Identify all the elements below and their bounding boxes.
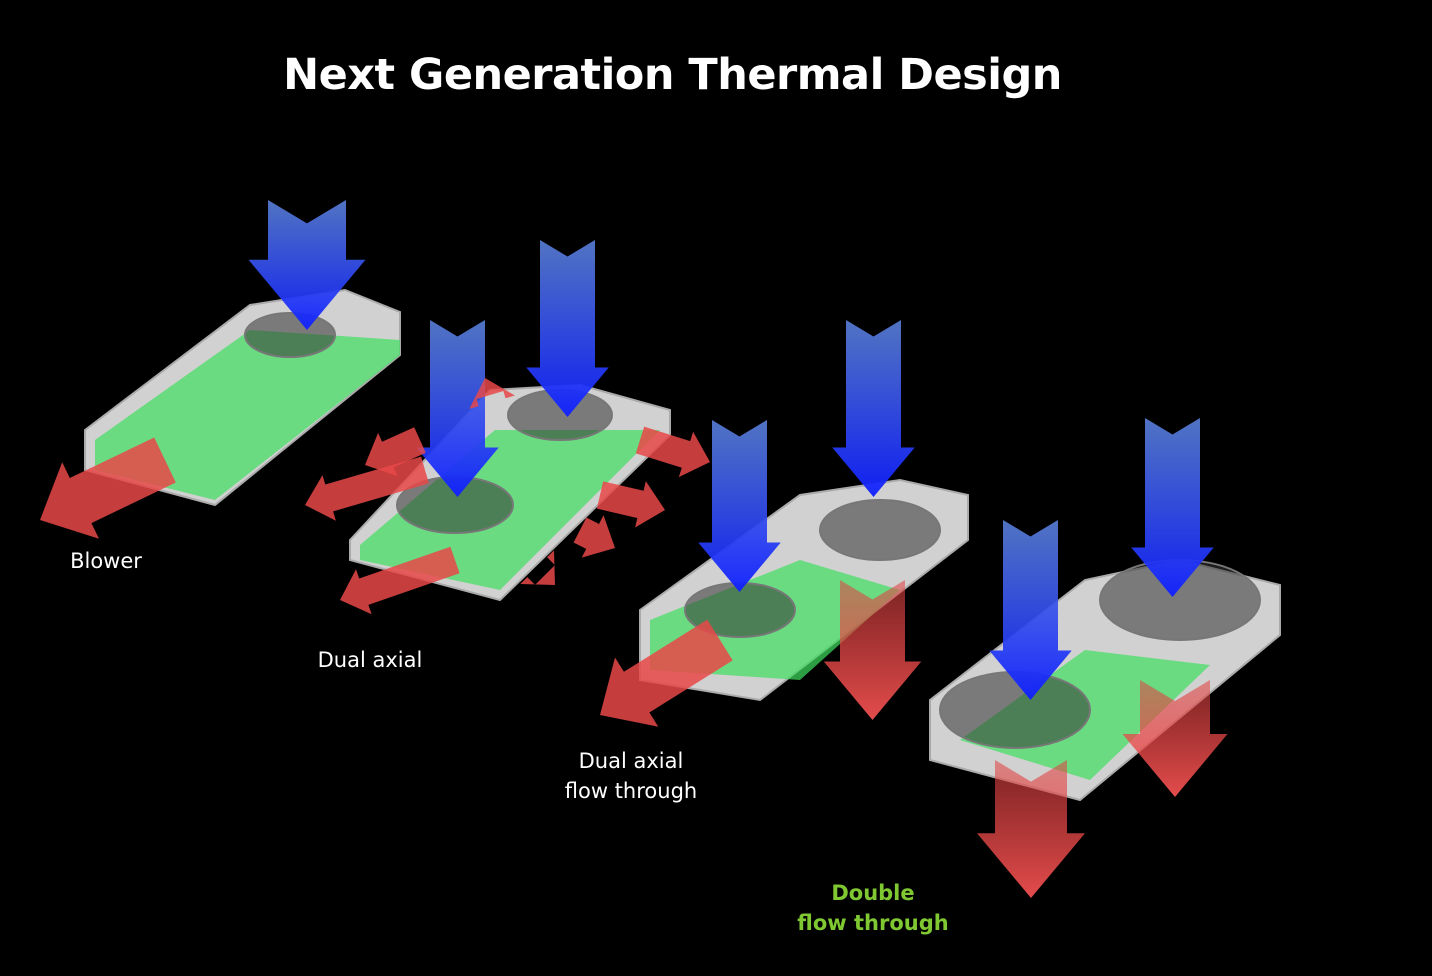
- gpu-card-4: [929, 558, 1281, 802]
- intake-arrow: [698, 420, 781, 592]
- fan-icon: [939, 671, 1091, 749]
- card-pcb: [95, 330, 400, 500]
- exhaust-arrow: [365, 427, 426, 477]
- exhaust-arrow: [1122, 680, 1228, 797]
- fan-icon: [819, 499, 941, 561]
- intake-arrow: [416, 320, 499, 497]
- label-dual-axial: Dual axial: [290, 645, 450, 675]
- label-double-flow-through: Double flow through: [782, 878, 964, 938]
- intake-arrow: [832, 320, 915, 497]
- exhaust-arrow: [305, 456, 429, 521]
- label-blower: Blower: [40, 546, 172, 576]
- label-line: Dual axial: [317, 648, 423, 672]
- exhaust-arrow: [573, 515, 615, 558]
- label-line: flow through: [797, 911, 949, 935]
- exhaust-arrow: [823, 580, 922, 720]
- fan-icon: [244, 312, 336, 358]
- exhaust-arrow: [340, 546, 460, 615]
- gpu-card-2: [349, 383, 671, 602]
- gpu-card-1: [84, 288, 401, 507]
- exhaust-arrow: [635, 426, 710, 478]
- exhaust-arrow: [469, 378, 515, 409]
- exhaust-arrow: [520, 550, 555, 585]
- exhaust-arrow: [977, 760, 1085, 898]
- label-line: Blower: [70, 549, 142, 573]
- intake-arrow: [526, 240, 609, 417]
- intake-arrow: [248, 200, 366, 330]
- exhaust-arrow: [596, 481, 665, 528]
- label-line: Dual axial: [578, 749, 684, 773]
- label-line: flow through: [564, 779, 698, 803]
- label-line: Double: [831, 881, 915, 905]
- label-dual-axial-flow-through: Dual axial flow through: [540, 746, 722, 806]
- intake-arrow: [1131, 418, 1214, 597]
- exhaust-arrow: [600, 619, 733, 727]
- intake-arrow: [989, 520, 1072, 700]
- exhaust-arrow: [40, 437, 176, 539]
- slide-title: Next Generation Thermal Design: [283, 50, 1062, 100]
